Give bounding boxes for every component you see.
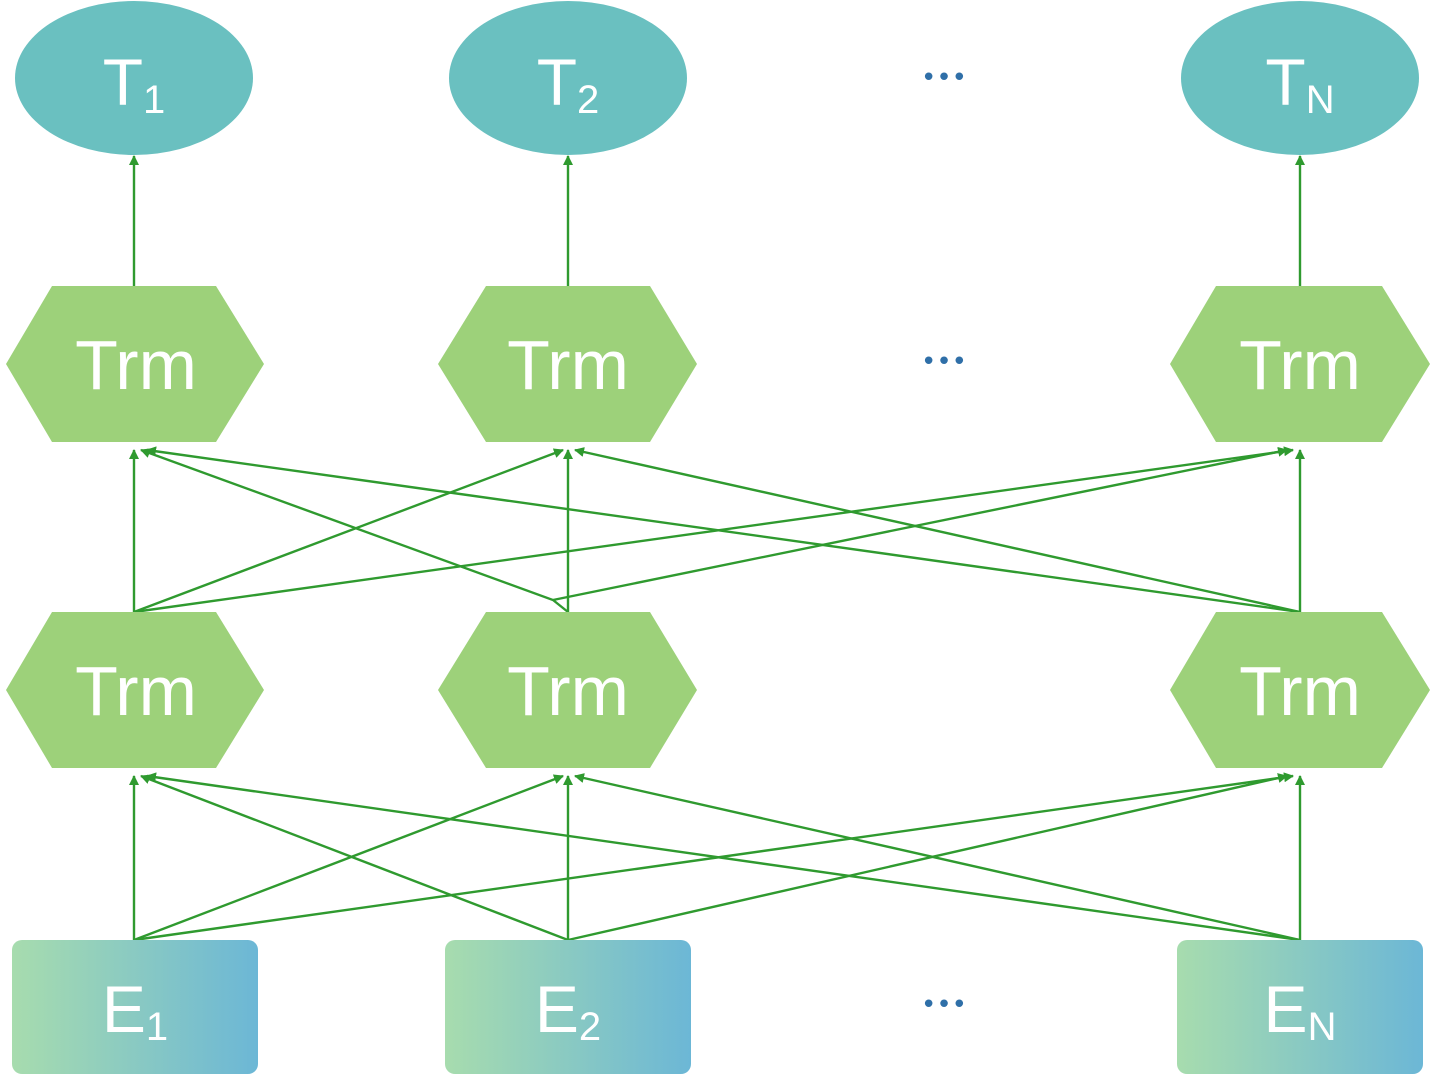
trm-node-l2-1: Trm [6, 286, 264, 442]
edge-l1a-l2c [133, 446, 1294, 614]
svg-text:EN: EN [1264, 972, 1337, 1049]
output-main-label: T [537, 45, 577, 119]
embedding-node-en: EN [1177, 940, 1423, 1074]
edge-l1b-l2c [552, 446, 1288, 602]
edge-en-l1a [146, 772, 1301, 942]
embedding-sub-label: 1 [146, 1005, 168, 1049]
edges-layer1-to-layer2 [129, 446, 1305, 614]
output-main-label: T [1265, 45, 1305, 119]
trm-node-l2-2: Trm [438, 286, 697, 442]
output-sub-label: 1 [143, 78, 165, 122]
edges-embeddings-to-layer1 [129, 772, 1305, 942]
embedding-main-label: E [535, 972, 579, 1046]
edge-e1-l1b [133, 774, 564, 942]
output-node-t1: T1 [15, 1, 253, 155]
edges-layer2-to-outputs [129, 155, 1305, 286]
svg-text:T1: T1 [103, 45, 166, 122]
ellipsis-embeddings: ••• [921, 990, 967, 1020]
trm-node-l1-3: Trm [1170, 612, 1430, 768]
trm-node-l1-1: Trm [6, 612, 264, 768]
trm-label: Trm [75, 652, 197, 730]
embedding-node-e1: E1 [12, 940, 258, 1074]
embedding-main-label: E [102, 972, 146, 1046]
transformer-layer-1: Trm Trm Trm [6, 612, 1430, 768]
trm-label: Trm [1239, 652, 1361, 730]
embedding-main-label: E [1264, 972, 1308, 1046]
embedding-node-e2: E2 [445, 940, 691, 1074]
output-sub-label: 2 [577, 78, 599, 122]
trm-node-l1-2: Trm [438, 612, 697, 768]
trm-node-l2-3: Trm [1170, 286, 1430, 442]
embedding-sub-label: 2 [579, 1005, 601, 1049]
edge-l1b-l2a [140, 448, 569, 613]
output-node-t2: T2 [449, 1, 687, 155]
svg-text:E1: E1 [102, 972, 168, 1049]
edge-e1-l1c [133, 772, 1294, 942]
ellipsis-markers: ••• ••• ••• [921, 63, 967, 1020]
svg-text:T2: T2 [537, 45, 600, 122]
embedding-sub-label: N [1308, 1005, 1337, 1049]
ellipsis-outputs: ••• [921, 63, 967, 93]
transformer-layer-2: Trm Trm Trm [6, 286, 1430, 442]
ellipsis-layer2: ••• [921, 347, 967, 377]
output-node-tn: TN [1181, 1, 1419, 155]
trm-label: Trm [507, 652, 629, 730]
edge-en-l1b [574, 773, 1301, 942]
trm-label: Trm [507, 326, 629, 404]
edge-ln-l2a [146, 446, 1301, 614]
edge-l1a-l2b [133, 448, 564, 614]
trm-label: Trm [75, 326, 197, 404]
edge-e2-l1c [567, 773, 1288, 942]
trm-label: Trm [1239, 326, 1361, 404]
edge-e2-l1a [140, 774, 569, 942]
output-nodes: T1 T2 TN [15, 1, 1419, 155]
output-sub-label: N [1306, 78, 1335, 122]
embedding-nodes: E1 E2 EN [12, 940, 1423, 1074]
edge-ln-l2b [574, 447, 1301, 614]
output-main-label: T [103, 45, 143, 119]
svg-text:TN: TN [1265, 45, 1334, 122]
svg-text:E2: E2 [535, 972, 601, 1049]
